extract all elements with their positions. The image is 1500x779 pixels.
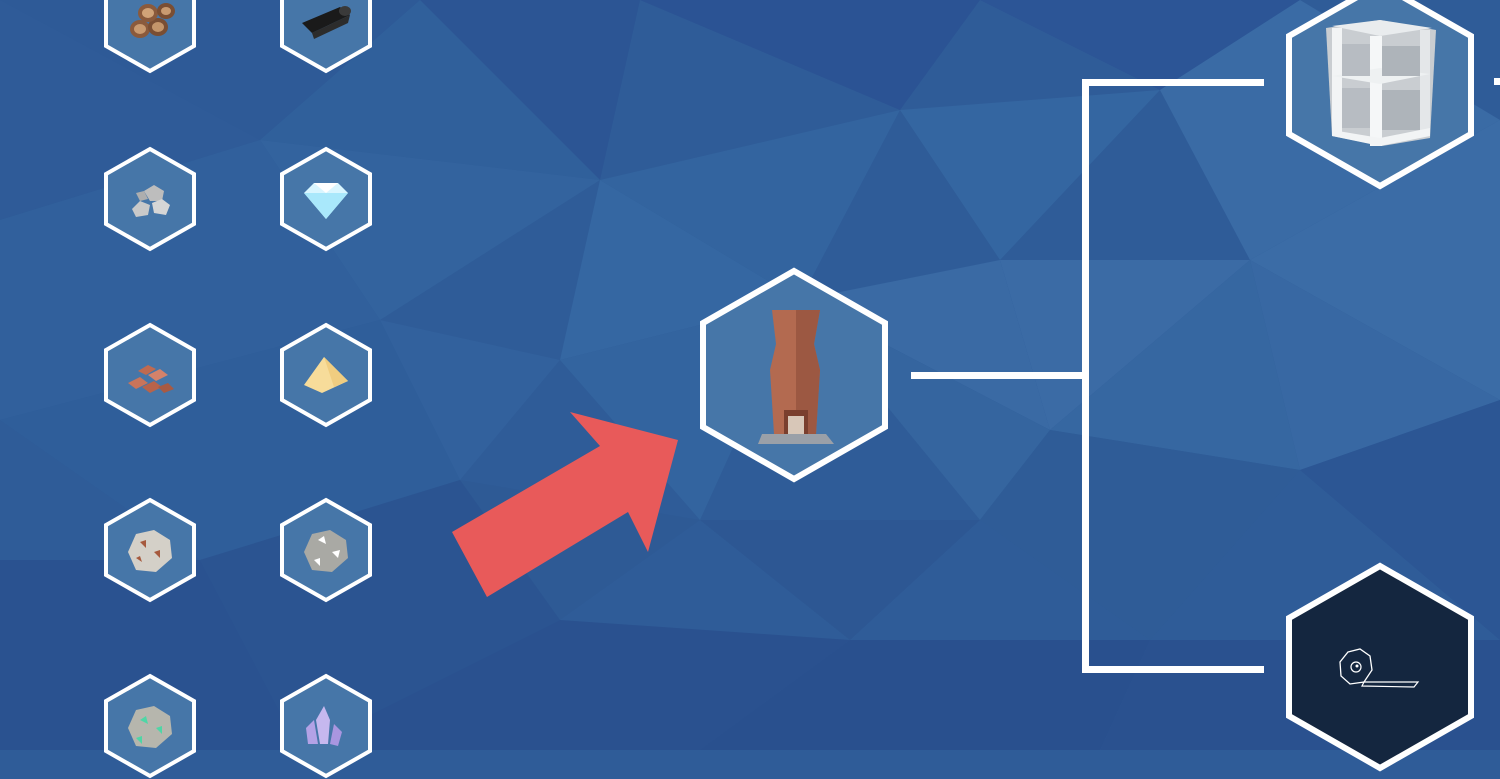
emerald-ore-icon [128, 706, 172, 748]
connector-top-branch [1082, 79, 1264, 86]
ingredient-diamond-node[interactable] [279, 146, 373, 252]
ingredient-clay-bricks-node[interactable] [103, 322, 197, 428]
ingredient-copper-ore-node[interactable] [103, 497, 197, 603]
crafted-item-kiln-node[interactable] [700, 267, 888, 483]
mystery-item-icon [1339, 648, 1420, 688]
connector-bottom-branch [1082, 666, 1264, 673]
coal-roll-icon [302, 6, 351, 39]
ingredient-sand-pile-node[interactable] [279, 322, 373, 428]
unlock-locked-node[interactable] [1286, 562, 1474, 772]
diamond-icon [304, 183, 348, 219]
ingredient-coal-roll-node[interactable] [279, 0, 373, 74]
connector-offscreen-stub [1494, 78, 1500, 85]
craft-direction-arrow [452, 412, 678, 597]
ingredient-amethyst-crystal-node[interactable] [279, 673, 373, 779]
ingredient-log-pile-node[interactable] [103, 0, 197, 74]
log-pile-icon [130, 3, 175, 38]
clay-bricks-icon [128, 365, 174, 393]
connector-trunk [1082, 79, 1089, 673]
silver-ore-icon [304, 530, 348, 572]
shelf-icon [1326, 20, 1436, 146]
kiln-furnace-icon [758, 310, 834, 444]
connector-main [911, 372, 1087, 379]
ingredient-stone-pile-node[interactable] [103, 146, 197, 252]
unlock-shelf-node[interactable] [1286, 0, 1474, 190]
sand-pile-icon [304, 357, 348, 393]
ingredient-silver-ore-node[interactable] [279, 497, 373, 603]
copper-ore-icon [128, 530, 172, 572]
stone-pile-icon [132, 185, 170, 217]
ingredient-emerald-ore-node[interactable] [103, 673, 197, 779]
amethyst-crystal-icon [306, 706, 342, 746]
